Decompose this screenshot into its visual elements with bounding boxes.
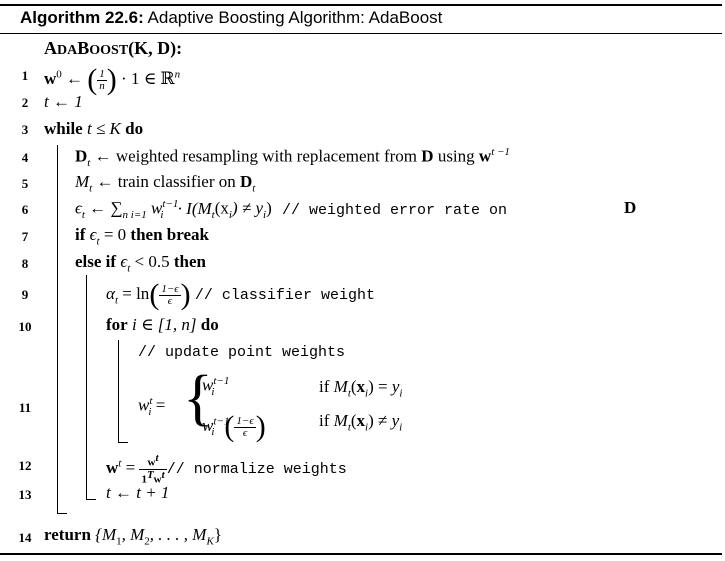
caption-title: Adaptive Boosting Algorithm: AdaBoost (147, 8, 443, 27)
cases-brace: { (183, 364, 213, 432)
while-scope-bar (57, 145, 58, 514)
line-number: 10 (18, 319, 32, 334)
line-4: Dt ← weighted resampling with replacemen… (75, 146, 510, 170)
line-11-comment: // update point weights (138, 344, 346, 361)
for-scope-end (118, 442, 128, 443)
line-number: 1 (21, 68, 29, 83)
line-11-case-1: wt−1i (202, 375, 230, 399)
line-10: for i ∈ [1, n] do (106, 315, 219, 334)
line-number: 6 (21, 202, 29, 217)
line-11-lhs: wti = (138, 395, 166, 419)
for-scope-bar (118, 340, 119, 442)
line-14: return {M1, M2, . . . , MK} (44, 525, 222, 548)
elseif-scope-bar (86, 275, 87, 499)
line-7: if ϵt = 0 then break (75, 225, 209, 248)
line-11-cond-1: if Mt(xi) = yi (319, 377, 403, 400)
line-8: else if ϵt < 0.5 then (75, 252, 206, 275)
elseif-scope-end (86, 499, 96, 500)
line-number: 3 (21, 122, 29, 137)
line-number: 13 (18, 487, 32, 502)
line-3: while t ≤ K do (44, 119, 144, 138)
line-9-comment: // classifier weight (194, 286, 375, 304)
line-11-cond-2: if Mt(xi) ≠ yi (319, 411, 403, 434)
line-number: 7 (21, 229, 29, 244)
line-5: Mt ← train classifier on Dt (75, 172, 256, 195)
caption-label: Algorithm 22.6: (20, 8, 144, 27)
line-number: 2 (21, 95, 29, 110)
top-rule (0, 4, 722, 6)
line-12-comment: // normalize weights (166, 461, 347, 479)
line-6: ϵt ← ∑n i=1 wt−1i · I(Mt(xi) ≠ yi) // we… (75, 198, 508, 222)
while-scope-end (57, 513, 67, 514)
line-number: 12 (18, 458, 32, 473)
line-number: 5 (21, 176, 29, 191)
bottom-rule (0, 553, 722, 555)
algorithm-caption: Algorithm 22.6: Adaptive Boosting Algori… (20, 8, 442, 28)
line-number: 9 (21, 287, 29, 302)
line-6-comment: // weighted error rate on (281, 201, 508, 219)
line-number: 11 (18, 400, 32, 415)
line-6-comment-D: D (624, 198, 637, 217)
line-number: 8 (21, 256, 29, 271)
line-13: t ← t + 1 (106, 483, 170, 502)
algorithm-signature: ADABOOST(K, D): (44, 38, 183, 58)
caption-rule (0, 33, 722, 34)
line-number: 4 (21, 150, 29, 165)
line-2: t ← 1 (44, 92, 83, 111)
line-number: 14 (18, 530, 32, 545)
